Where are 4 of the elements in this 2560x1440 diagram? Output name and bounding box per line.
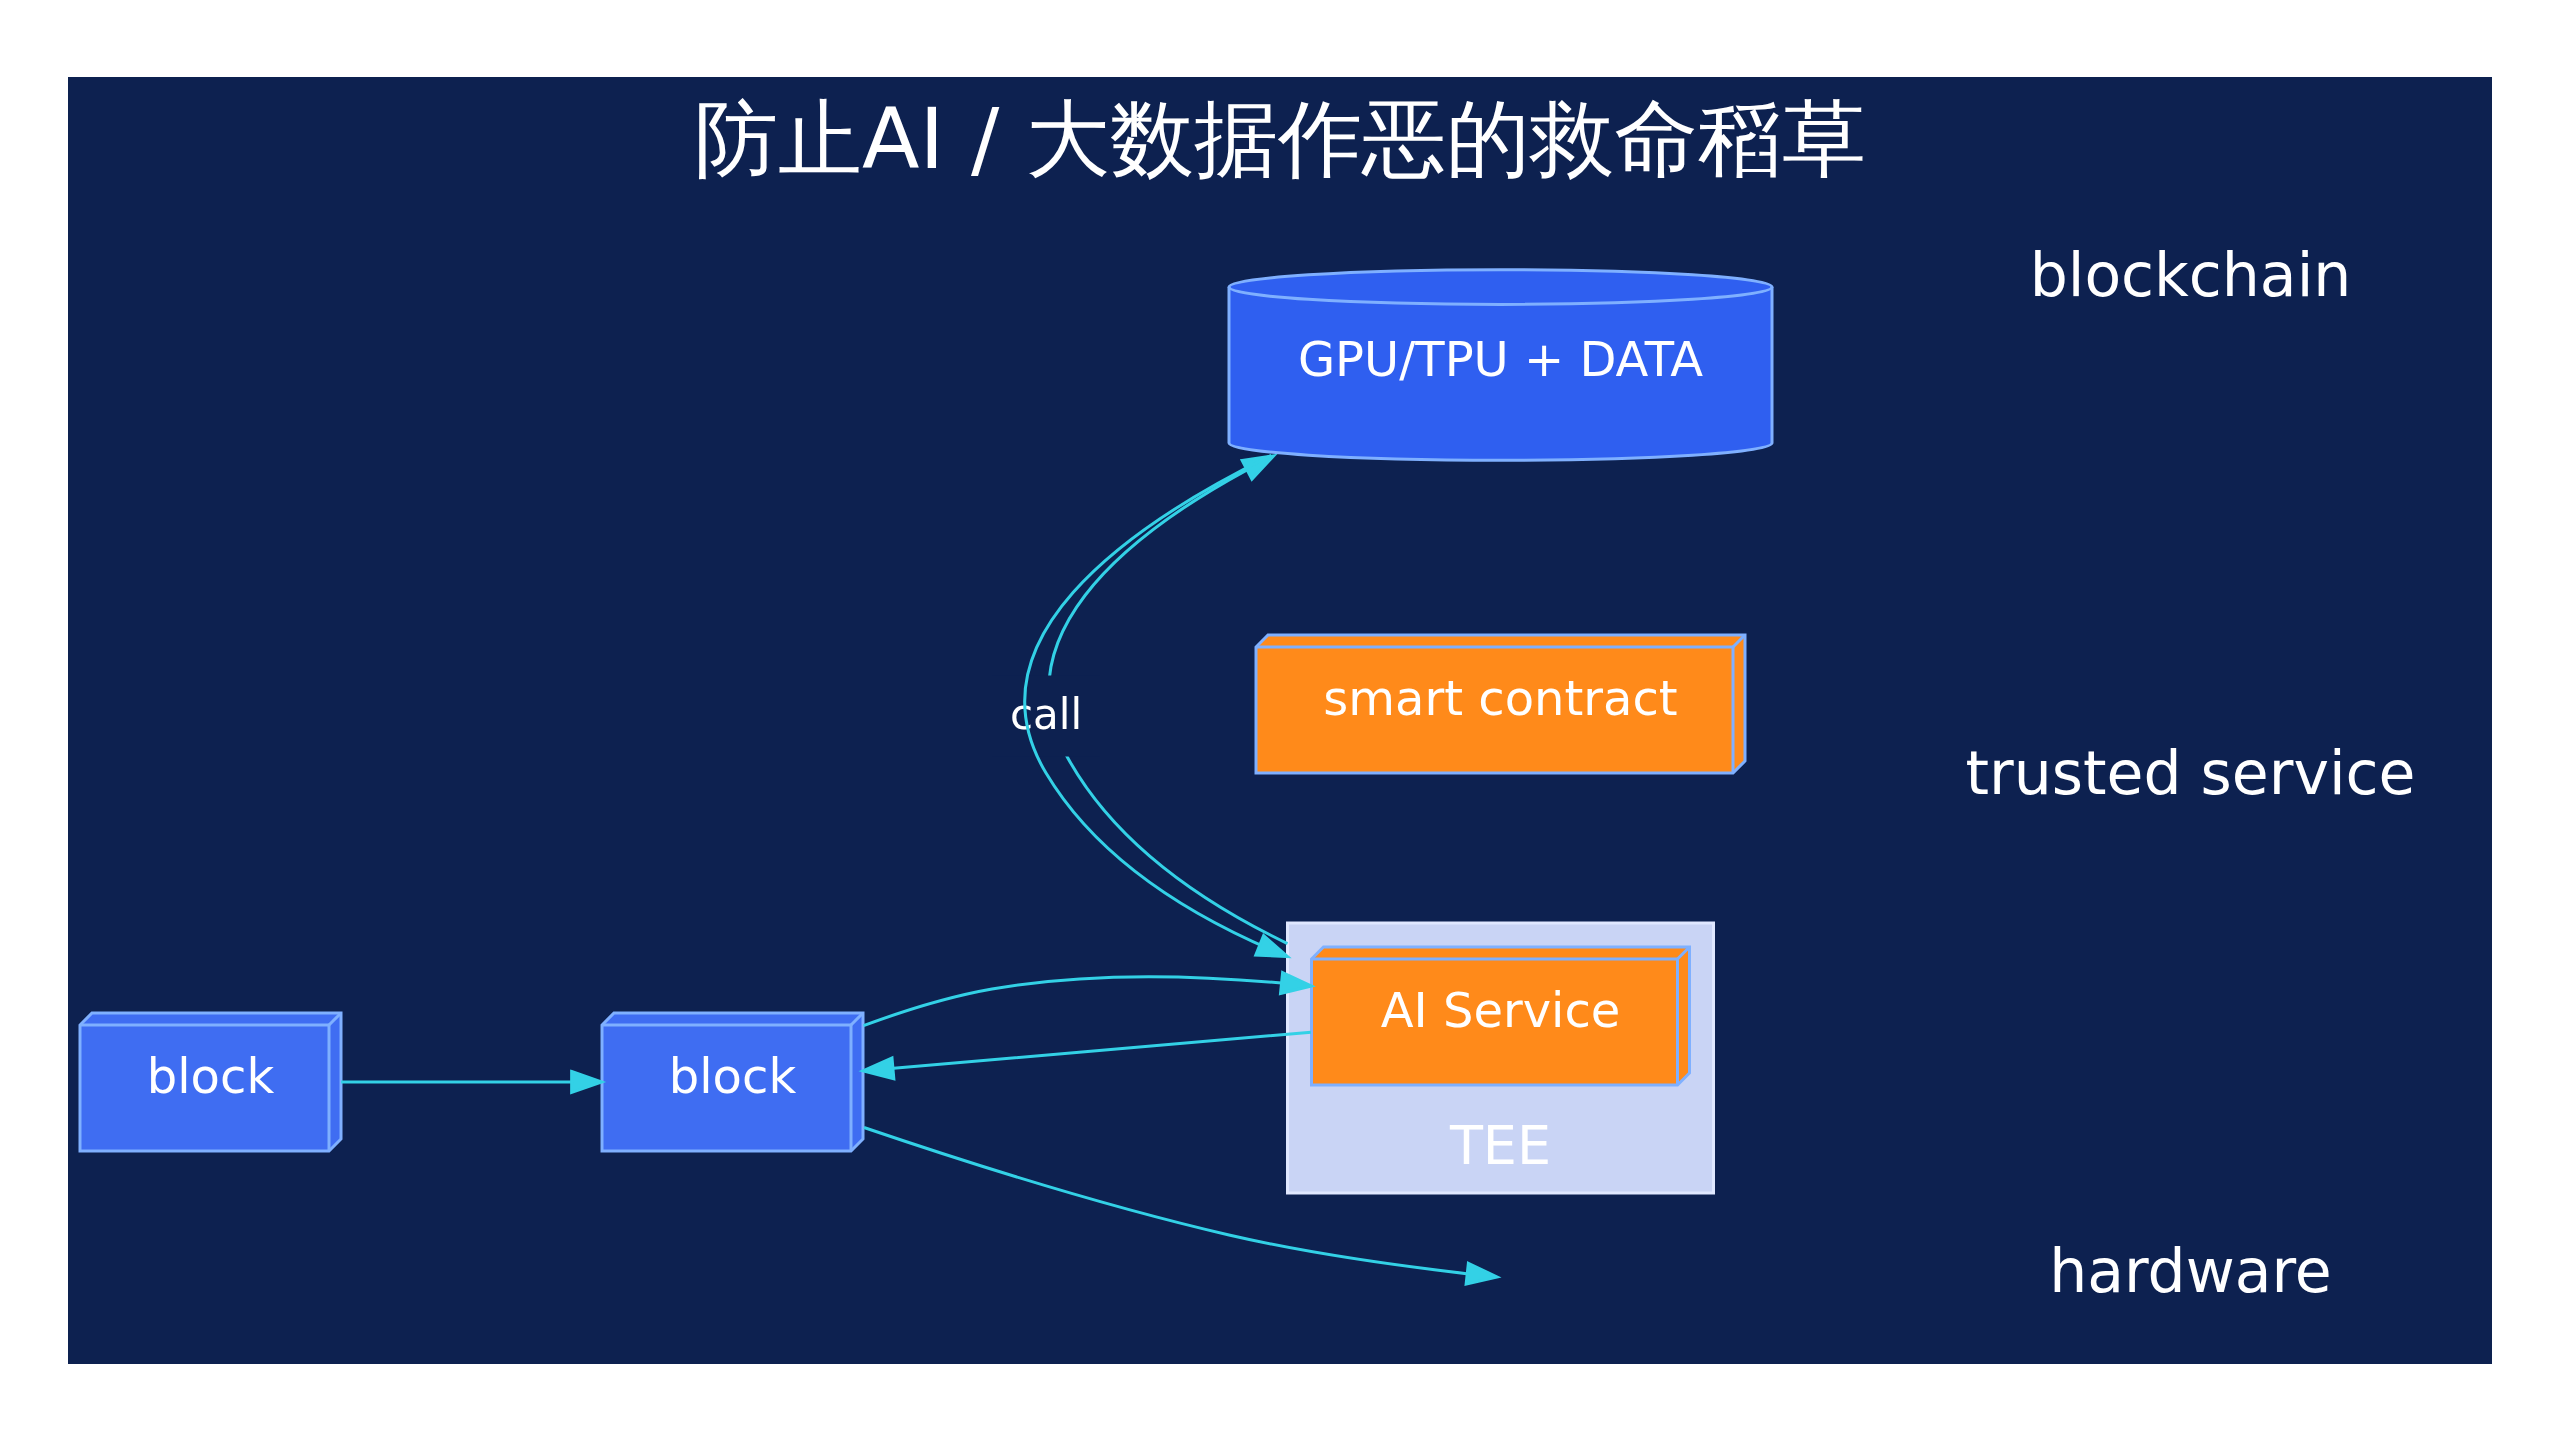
label: trusted service [1965,737,2416,808]
diagram-title: 防止AI / 大数据作恶的救命稻草 [694,89,1866,188]
label: blockchain [2029,239,2352,310]
label: hardware [2049,1235,2332,1306]
